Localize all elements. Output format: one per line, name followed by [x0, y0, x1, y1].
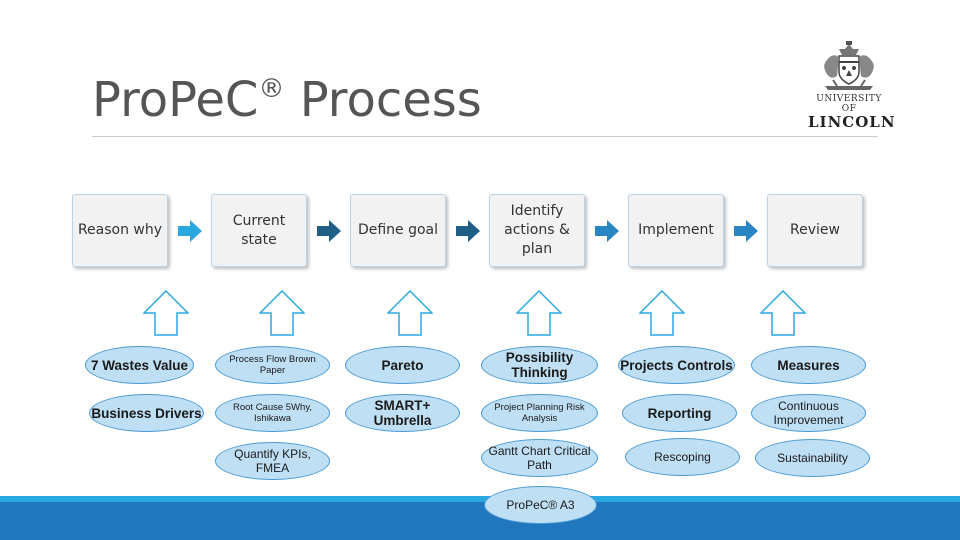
tool-pill: Root Cause 5Why, Ishikawa: [215, 394, 330, 432]
tool-pill: Business Drivers: [89, 394, 204, 432]
step-define-goal: Define goal: [350, 194, 446, 267]
title-text: ProPeC: [92, 72, 259, 128]
tool-pill: Process Flow Brown Paper: [215, 346, 330, 384]
up-arrow-icon: [387, 290, 433, 336]
footer-band-dark: [0, 502, 960, 540]
up-arrow-icon: [516, 290, 562, 336]
tool-label: Gantt Chart Critical Path: [488, 444, 591, 472]
tool-pill: SMART+ Umbrella: [345, 394, 460, 432]
tool-pill: Gantt Chart Critical Path: [481, 439, 598, 477]
logo-line-lincoln: LINCOLN: [808, 113, 896, 131]
tool-pill: Possibility Thinking: [481, 346, 598, 384]
step-identify-actions: Identify actions & plan: [489, 194, 585, 267]
tool-label: ProPeC® A3: [506, 498, 575, 512]
tool-label: Root Cause 5Why, Ishikawa: [232, 402, 313, 424]
tool-pill: Measures: [751, 346, 866, 384]
tool-pill: 7 Wastes Value: [85, 346, 194, 384]
title-divider: [92, 136, 878, 137]
tool-label: Continuous Improvement: [773, 399, 844, 427]
step-current-state: Current state: [211, 194, 307, 267]
tool-pill: Sustainability: [755, 439, 870, 477]
tool-pill: Reporting: [622, 394, 737, 432]
tool-pill: Continuous Improvement: [751, 394, 866, 432]
tool-label: Pareto: [381, 357, 424, 373]
registered-mark: ®: [258, 74, 285, 104]
step-reason-why: Reason why: [72, 194, 168, 267]
tool-pill: Rescoping: [625, 438, 740, 476]
tool-label: Reporting: [647, 405, 712, 421]
up-arrow-icon: [639, 290, 685, 336]
tool-pill: ProPeC® A3: [484, 486, 597, 524]
tool-pill: Projects Controls: [618, 346, 735, 384]
tool-label: Process Flow Brown Paper: [229, 354, 316, 376]
right-arrow-icon: [317, 220, 341, 242]
up-arrow-icon: [760, 290, 806, 336]
tool-label: Sustainability: [777, 451, 848, 465]
right-arrow-icon: [178, 220, 202, 242]
step-implement: Implement: [628, 194, 724, 267]
tool-label: Project Planning Risk Analysis: [494, 402, 585, 424]
university-logo: UNIVERSITY OF LINCOLN: [808, 40, 896, 131]
logo-line-university-of: UNIVERSITY OF: [816, 94, 882, 114]
tool-label: 7 Wastes Value: [90, 357, 189, 373]
tool-label: Quantify KPIs, FMEA: [234, 447, 311, 475]
tool-label: Rescoping: [654, 450, 711, 464]
tool-label: Measures: [777, 357, 840, 373]
right-arrow-icon: [734, 220, 758, 242]
footer-band-light: [0, 496, 960, 502]
tool-label: Business Drivers: [91, 405, 202, 421]
coat-of-arms-icon: [824, 41, 874, 90]
tool-label: SMART+ Umbrella: [373, 398, 432, 428]
tool-pill: Quantify KPIs, FMEA: [215, 442, 330, 480]
page-title: ProPeC® Process: [92, 72, 482, 128]
step-review: Review: [767, 194, 863, 267]
up-arrow-icon: [259, 290, 305, 336]
tool-pill: Project Planning Risk Analysis: [481, 394, 598, 432]
right-arrow-icon: [595, 220, 619, 242]
up-arrow-icon: [143, 290, 189, 336]
tool-label: Projects Controls: [620, 357, 733, 373]
right-arrow-icon: [456, 220, 480, 242]
tool-label: Possibility Thinking: [505, 350, 574, 380]
tool-pill: Pareto: [345, 346, 460, 384]
title-suffix: Process: [299, 72, 482, 128]
